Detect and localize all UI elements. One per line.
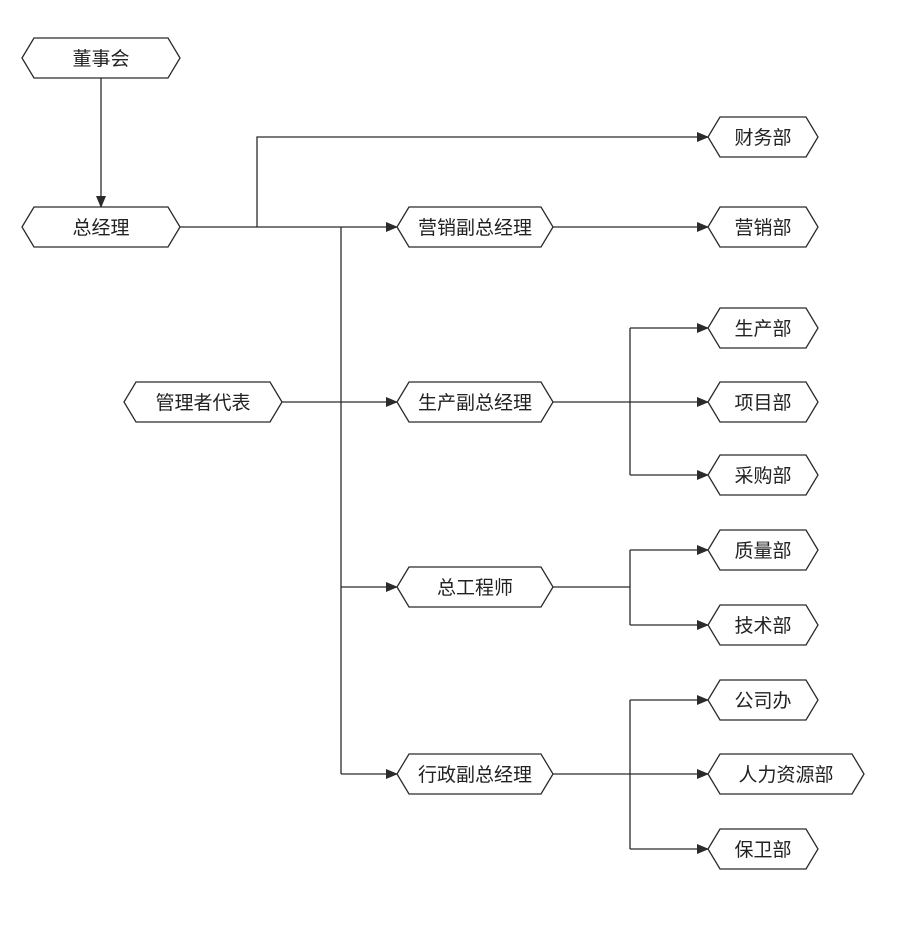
node-label: 公司办 (734, 690, 791, 712)
node-shape (123, 381, 283, 423)
node-label: 营销副总经理 (418, 217, 532, 239)
node-chief-engineer: 总工程师 (396, 566, 554, 608)
node-label: 行政副总经理 (418, 764, 532, 786)
node-label: 管理者代表 (155, 392, 250, 414)
node-shape (396, 566, 554, 608)
node-gm: 总经理 (21, 206, 181, 248)
node-label: 生产副总经理 (418, 392, 532, 414)
node-label: 总工程师 (437, 577, 513, 599)
node-production: 生产部 (707, 307, 819, 349)
node-shape (707, 116, 819, 158)
node-shape (396, 206, 554, 248)
node-label: 质量部 (734, 540, 791, 562)
node-shape (21, 206, 181, 248)
node-label: 项目部 (734, 392, 791, 414)
node-label: 保卫部 (734, 839, 791, 861)
node-vp-marketing: 营销副总经理 (396, 206, 554, 248)
connector-gm-to-finance (256, 132, 709, 227)
node-label: 总经理 (72, 217, 129, 239)
connector-layer (96, 78, 709, 854)
node-label: 生产部 (734, 318, 791, 340)
node-label: 董事会 (72, 48, 129, 70)
node-label: 人力资源部 (738, 764, 833, 786)
node-quality: 质量部 (707, 529, 819, 571)
node-label: 技术部 (734, 615, 791, 637)
node-shape (707, 753, 865, 795)
node-finance: 财务部 (707, 116, 819, 158)
node-shape (707, 381, 819, 423)
node-project: 项目部 (707, 381, 819, 423)
node-board: 董事会 (21, 37, 181, 79)
node-label: 财务部 (734, 127, 791, 149)
node-shape (707, 828, 819, 870)
node-shape (707, 206, 819, 248)
node-shape (707, 679, 819, 721)
node-label: 采购部 (734, 465, 791, 487)
node-shape (396, 753, 554, 795)
node-shape (21, 37, 181, 79)
node-purchasing: 采购部 (707, 454, 819, 496)
node-mgmt-rep: 管理者代表 (123, 381, 283, 423)
node-hr: 人力资源部 (707, 753, 865, 795)
node-vp-admin: 行政副总经理 (396, 753, 554, 795)
node-security: 保卫部 (707, 828, 819, 870)
node-shape (707, 604, 819, 646)
node-label: 营销部 (734, 217, 791, 239)
node-shape (707, 529, 819, 571)
node-vp-production: 生产副总经理 (396, 381, 554, 423)
node-technology: 技术部 (707, 604, 819, 646)
node-marketing: 营销部 (707, 206, 819, 248)
node-shape (396, 381, 554, 423)
node-shape (707, 307, 819, 349)
node-shape (707, 454, 819, 496)
node-office: 公司办 (707, 679, 819, 721)
